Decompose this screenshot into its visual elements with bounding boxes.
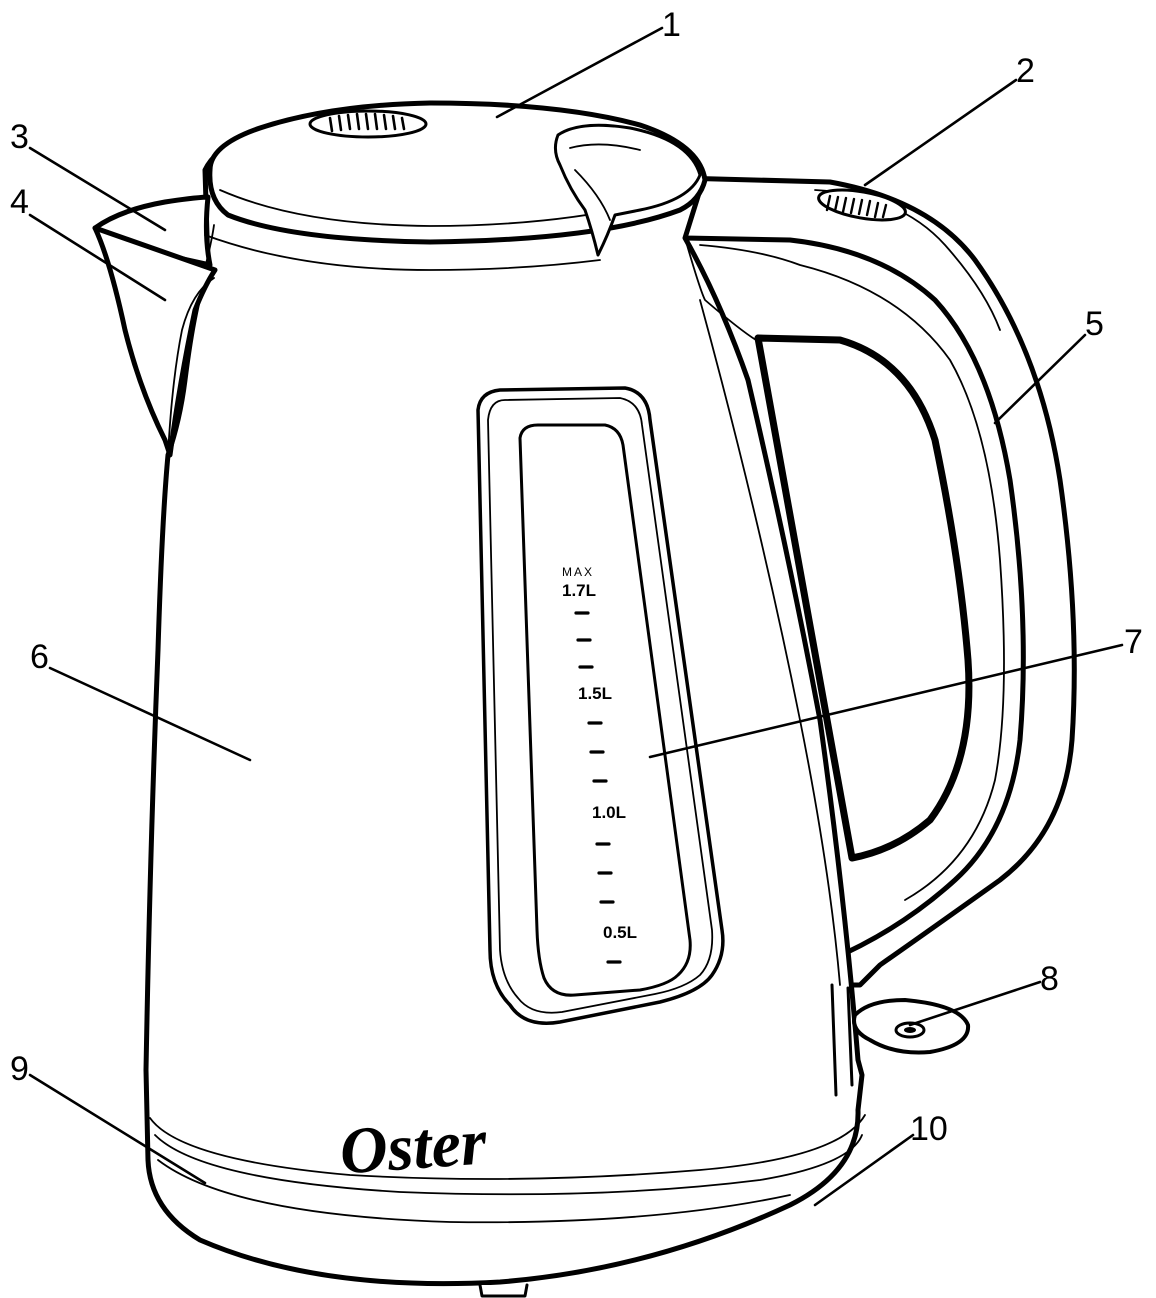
- callout-1: 1: [662, 6, 681, 44]
- callout-4: 4: [10, 183, 29, 221]
- water-level-window: [476, 386, 725, 1025]
- callout-5: 5: [1085, 305, 1104, 343]
- callout-10: 10: [910, 1110, 948, 1148]
- callout-7: 7: [1124, 623, 1143, 661]
- handle-top-vent: [817, 188, 907, 222]
- callout-2: 2: [1016, 52, 1035, 90]
- scale-ticks: [574, 611, 622, 964]
- scale-mark-0-5: 0.5L: [603, 923, 637, 942]
- scale-max-label: MAX: [562, 565, 594, 579]
- scale-mark-1-0: 1.0L: [592, 803, 626, 822]
- handle-opening: [754, 334, 973, 862]
- base-foot: [478, 1283, 529, 1298]
- brand-logo: Oster: [337, 1105, 490, 1188]
- power-switch: [830, 983, 971, 1097]
- callout-6: 6: [30, 638, 49, 676]
- callout-leaders: [28, 26, 1124, 1207]
- spout: [92, 194, 213, 268]
- scale-mark-1-7: 1.7L: [562, 581, 596, 600]
- callout-8: 8: [1040, 960, 1059, 998]
- handle: [677, 175, 1077, 988]
- callout-3: 3: [10, 118, 29, 156]
- scale-mark-1-5: 1.5L: [578, 684, 612, 703]
- callout-9: 9: [10, 1050, 29, 1088]
- lid-vent: [308, 109, 428, 139]
